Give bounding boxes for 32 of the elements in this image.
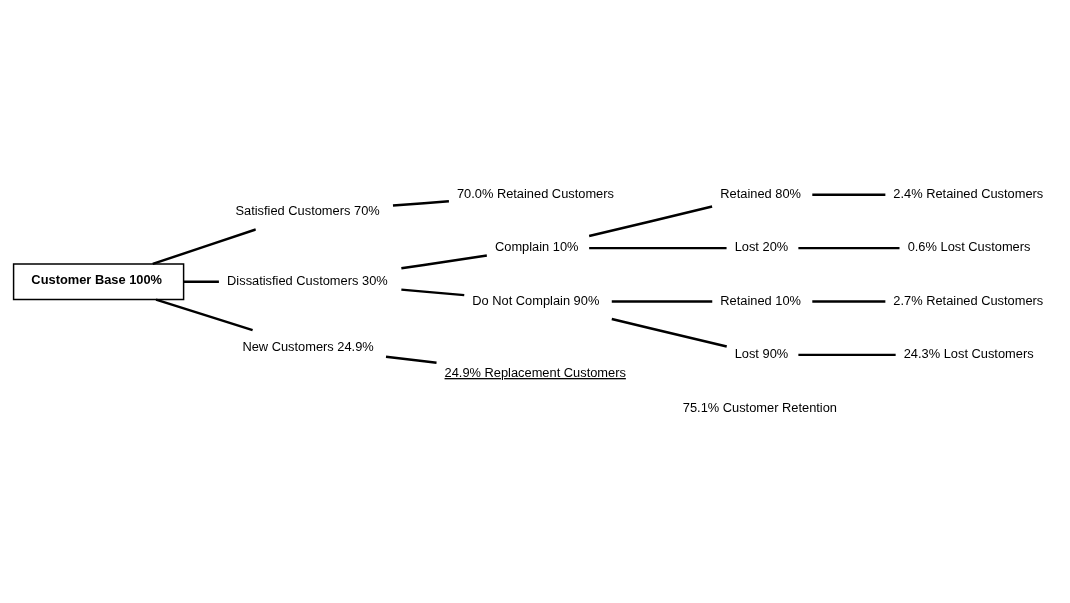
node-text: Lost 90% (734, 346, 789, 362)
node-text: 2.7% Retained Customers (893, 292, 1044, 308)
node-box: Customer Base 100% (12, 263, 185, 301)
connector (798, 353, 896, 357)
node-text: Do Not Complain 90% (472, 292, 600, 308)
connector (385, 355, 437, 364)
connector (812, 300, 886, 303)
node-text: Retained 10% (720, 292, 802, 308)
connector (611, 300, 713, 303)
connector (392, 200, 449, 207)
label: 75.1% Customer Retention (682, 399, 837, 415)
connector (812, 193, 886, 196)
node-text: 24.9% Replacement Customers (444, 365, 626, 381)
connector (611, 317, 727, 348)
node-text: Lost 20% (734, 239, 789, 255)
node-text: Satisfied Customers 70% (235, 202, 380, 218)
node-text: Retained 80% (720, 186, 802, 202)
node-text: New Customers 24.9% (242, 339, 374, 355)
connector (152, 228, 257, 266)
node-text: Dissatisfied Customers 30% (227, 273, 388, 289)
connector (589, 246, 727, 250)
connector (155, 298, 253, 332)
node-text: 70.0% Retained Customers (456, 186, 614, 202)
connector (798, 246, 900, 250)
connector (588, 205, 713, 238)
node-text: 24.3% Lost Customers (903, 346, 1034, 362)
connector (401, 288, 465, 297)
connector (183, 280, 219, 283)
node-text: 2.4% Retained Customers (893, 186, 1044, 202)
node-text: Complain 10% (494, 239, 579, 255)
node-text: 0.6% Lost Customers (907, 239, 1031, 255)
connector (401, 254, 487, 270)
